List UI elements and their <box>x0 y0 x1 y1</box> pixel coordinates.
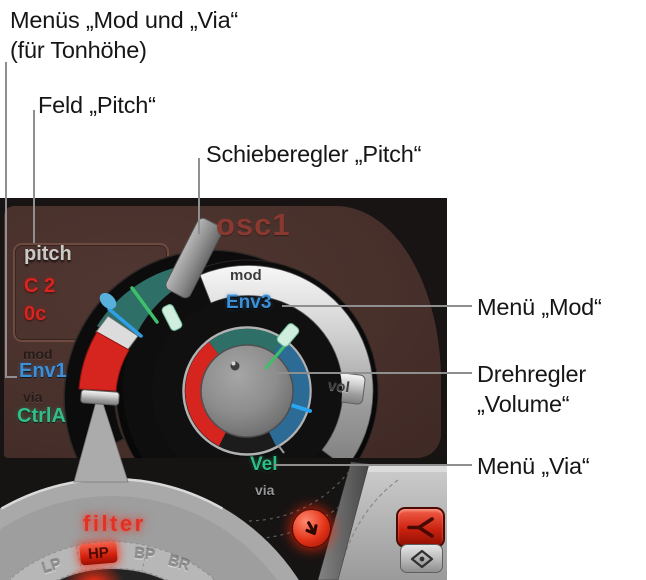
callout-mod-via-menus: Menüs „Mod und „Via“ (für Tonhöhe) <box>10 5 238 65</box>
filter-mode-hp-label: HP <box>87 544 110 563</box>
crossfade-button[interactable] <box>400 544 443 573</box>
filter-title: filter <box>83 511 146 536</box>
volume-mod-line <box>264 341 289 370</box>
pitch-range-handle[interactable] <box>95 315 139 353</box>
pitch-cents-value[interactable]: 0c <box>24 303 47 325</box>
pitch-bottom-handle[interactable] <box>80 389 120 406</box>
pitch-note-value[interactable]: C 2 <box>24 275 56 297</box>
filter-mode-separator <box>75 545 83 572</box>
dial-graphics <box>0 216 447 580</box>
callout-pitch-field: Feld „Pitch“ <box>38 92 156 118</box>
router-panel-highlight <box>354 466 447 472</box>
callout-via-menu: Menü „Via“ <box>477 453 590 479</box>
callout-line-mod-via-vertical <box>5 62 7 378</box>
pitch-mod-indicator-blue <box>107 307 143 338</box>
volume-via-menu[interactable]: Vel <box>250 454 278 475</box>
pitch-mod-label: mod <box>23 346 53 362</box>
filter-arrow-button[interactable] <box>292 509 331 548</box>
signal-split-button[interactable] <box>396 507 445 548</box>
dashed-guide-inner <box>246 465 354 522</box>
volume-label: vol <box>326 376 351 397</box>
router-panel-seam <box>337 479 399 580</box>
filter-mode-hp[interactable]: HP <box>79 541 118 566</box>
callout-line-via-menu <box>274 464 472 466</box>
volume-knob[interactable] <box>200 344 294 438</box>
callout-mod-via-line2: (für Tonhöhe) <box>10 37 147 63</box>
callout-volume-line2: „Volume“ <box>477 391 570 417</box>
callout-line-pitch-field <box>33 110 35 243</box>
volume-mod-label: mod <box>230 267 262 284</box>
callout-mod-menu: Menü „Mod“ <box>477 294 602 320</box>
pitch-field-label: pitch <box>24 243 72 265</box>
diagonal-divider <box>317 461 370 580</box>
knob-indicator-dot-highlight <box>231 361 236 366</box>
callout-pitch-slider: Schieberegler „Pitch“ <box>206 141 422 167</box>
callout-line-pitch-slider <box>198 158 200 234</box>
volume-red-arc <box>185 342 226 446</box>
pitch-via-label: via <box>23 389 43 405</box>
filter-spike <box>73 389 129 483</box>
volume-mod-menu[interactable]: Env3 <box>226 292 272 313</box>
diamond-icon <box>410 549 433 568</box>
volume-via-label: via <box>255 482 275 498</box>
osc1-title: osc1 <box>216 207 291 242</box>
es2-oscillator-section: osc1 pitch C 2 0c mod Env1 via CtrlA mod… <box>0 198 447 580</box>
pitch-red-bar <box>78 331 130 392</box>
pitch-position-marker <box>99 292 117 310</box>
pitch-mod-menu[interactable]: Env1 <box>19 360 67 382</box>
filter-mode-bp[interactable]: BP <box>133 544 156 565</box>
split-icon <box>406 517 434 538</box>
filter-red-glow <box>64 564 124 580</box>
callout-line-mod-menu <box>282 305 472 307</box>
callout-volume-line1: Drehregler <box>477 361 587 387</box>
volume-gray-tick <box>277 444 285 454</box>
volume-blue-arc <box>269 340 310 446</box>
callout-volume-knob: Drehregler „Volume“ <box>477 359 586 419</box>
callout-line-volume-knob <box>272 372 472 374</box>
pitch-via-menu[interactable]: CtrlA <box>17 405 66 427</box>
knob-bright-rim <box>182 326 312 456</box>
filter-mode-separator <box>141 545 149 572</box>
pitch-slider-handle[interactable] <box>164 216 224 300</box>
callout-mod-via-line1: Menüs „Mod und „Via“ <box>10 7 239 33</box>
callout-line-mod-via-elbow <box>5 376 17 378</box>
pitch-mod-depth-handle[interactable] <box>161 303 183 332</box>
volume-blue-tick <box>289 403 312 413</box>
volume-mod-depth-handle[interactable] <box>276 322 301 348</box>
down-arrow-icon <box>305 520 318 535</box>
pitch-mod-indicator-green <box>130 286 159 324</box>
